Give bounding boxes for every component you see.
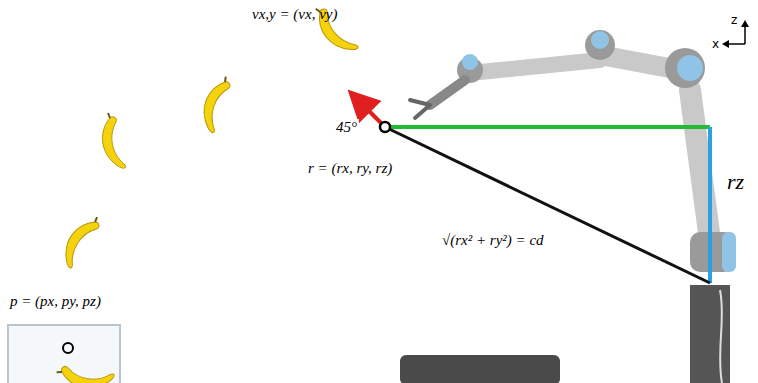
banana [55,356,115,383]
axis-label: z [731,14,737,27]
pedestal [690,285,730,383]
target-point [63,343,73,353]
banana [54,213,109,268]
horizontal-line [385,125,710,129]
velocity-label: vx,y = (vx, vy) [252,6,337,23]
height-label: rz [727,170,744,194]
robot-arm [410,30,736,272]
vertical-line [708,127,712,283]
axis-label: x [712,38,719,51]
target-label: p = (px, py, pz) [10,293,101,310]
distance-label: √(rx² + ry²) = cd [440,232,546,249]
banana [102,113,125,168]
banana [193,74,241,133]
angle-label: 45° [334,119,359,136]
tray [400,355,560,383]
distance-line [385,127,710,283]
position-label: r = (rx, ry, rz) [308,160,392,177]
release-point [380,122,390,132]
